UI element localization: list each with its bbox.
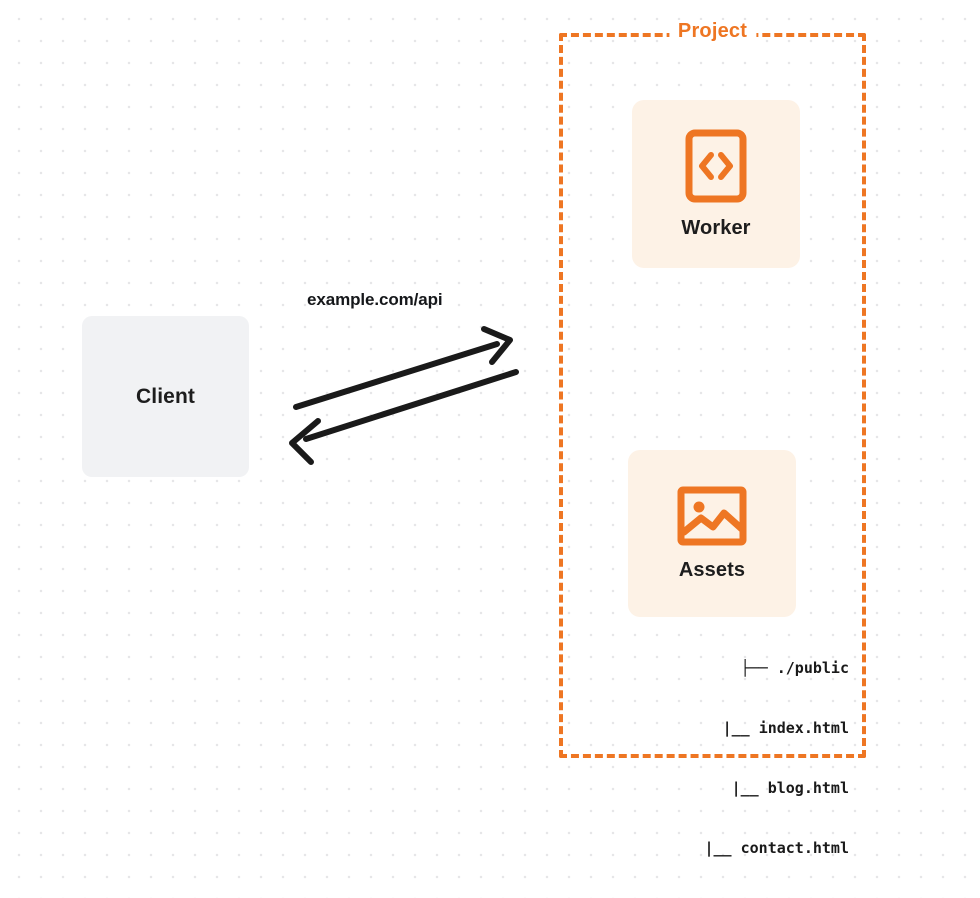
- file-tree-row: ├── ./public: [599, 658, 849, 678]
- file-tree-name: contact.html: [740, 839, 849, 857]
- node-assets-label: Assets: [678, 559, 746, 581]
- file-tree-branch: |__: [704, 839, 741, 857]
- edge-label-endpoint: example.com/api: [307, 290, 443, 309]
- file-tree-row: |__ blog.html: [599, 778, 849, 798]
- arrow-response: [289, 369, 519, 465]
- file-tree-name: index.html: [758, 719, 849, 737]
- file-tree-branch: |__: [731, 779, 768, 797]
- node-assets[interactable]: Assets: [628, 450, 796, 617]
- arrow-request: [293, 326, 513, 410]
- file-tree-name: blog.html: [767, 779, 849, 797]
- node-client[interactable]: Client: [82, 316, 249, 477]
- group-project: Project Worker Assets: [559, 20, 866, 857]
- diagram-canvas: Client example.com/api Project: [82, 20, 866, 857]
- code-brackets-icon: [685, 129, 747, 203]
- assets-file-tree: ├── ./public |__ index.html |__ blog.htm…: [599, 618, 850, 898]
- file-tree-row: |__ contact.html: [599, 838, 850, 858]
- group-project-label: Project: [668, 20, 757, 43]
- file-tree-branch: |__: [722, 719, 759, 737]
- image-icon: [677, 485, 747, 547]
- node-worker[interactable]: Worker: [632, 100, 800, 268]
- file-tree-name: ./public: [776, 659, 849, 677]
- node-client-label: Client: [136, 384, 195, 408]
- file-tree-row: |__ index.html: [599, 718, 849, 738]
- file-tree-branch: ├──: [740, 659, 777, 677]
- node-worker-label: Worker: [681, 216, 751, 239]
